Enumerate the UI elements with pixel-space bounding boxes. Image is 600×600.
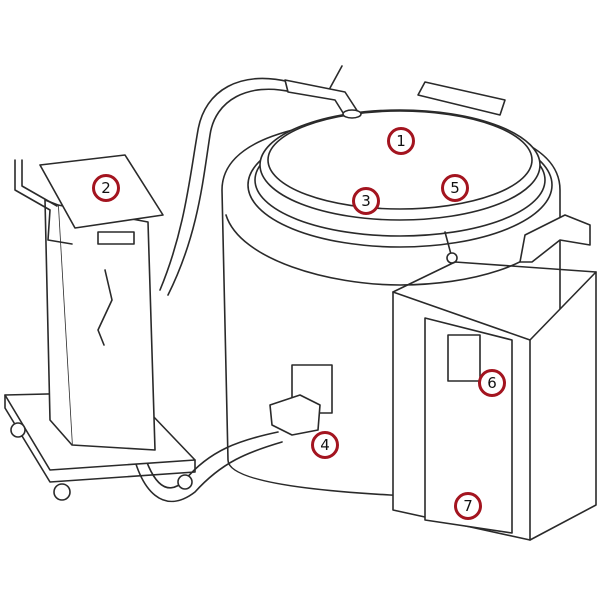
hose-upper [159, 77, 291, 291]
cart-handle [14, 159, 73, 245]
lid-handle [417, 81, 506, 116]
control-panel [447, 334, 481, 382]
callout-7: 7 [454, 492, 482, 520]
drain-valve [269, 394, 321, 436]
lid [259, 109, 541, 221]
side-pipe [519, 214, 591, 263]
callout-4: 4 [311, 431, 339, 459]
callout-5: 5 [441, 174, 469, 202]
callout-3: 3 [352, 187, 380, 215]
callout-1: 1 [387, 127, 415, 155]
callout-2: 2 [92, 174, 120, 202]
callout-6: 6 [478, 369, 506, 397]
